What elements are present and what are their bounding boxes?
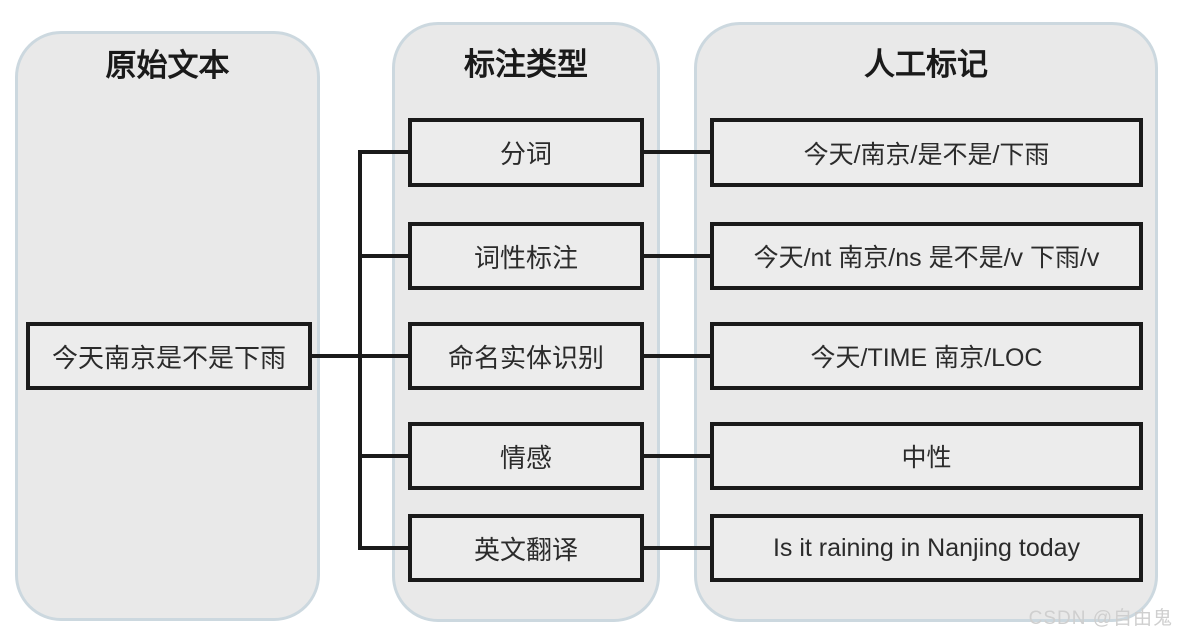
annotation-type-box-segmentation: 分词 [408,118,644,187]
connector-branch-4 [358,454,412,458]
annotation-type-box-sentiment: 情感 [408,422,644,490]
panel-manual-annotation-title: 人工标记 [864,47,988,82]
connector-result-line-4 [644,454,710,458]
panel-annotation-type-title: 标注类型 [464,47,588,82]
source-text-box: 今天南京是不是下雨 [26,322,312,390]
annotation-result-box-ner: 今天/TIME 南京/LOC [710,322,1143,390]
panel-original-text-title: 原始文本 [105,48,230,83]
connector-branch-2 [358,254,412,258]
annotation-type-box-pos: 词性标注 [408,222,644,290]
annotation-result-box-sentiment: 中性 [710,422,1143,490]
connector-result-line-5 [644,546,710,550]
connector-result-line-2 [644,254,710,258]
csdn-watermark: CSDN @自由鬼 [1028,608,1173,629]
annotation-result-box-segmentation: 今天/南京/是不是/下雨 [710,118,1143,187]
annotation-type-box-translation: 英文翻译 [408,514,644,582]
connector-trunk [358,150,362,550]
connector-branch-1 [358,150,412,154]
annotation-type-box-ner: 命名实体识别 [408,322,644,390]
annotation-result-box-pos: 今天/nt 南京/ns 是不是/v 下雨/v [710,222,1143,290]
annotation-result-box-translation: Is it raining in Nanjing today [710,514,1143,582]
connector-branch-5 [358,546,412,550]
connector-result-line-1 [644,150,710,154]
connector-result-line-3 [644,354,710,358]
